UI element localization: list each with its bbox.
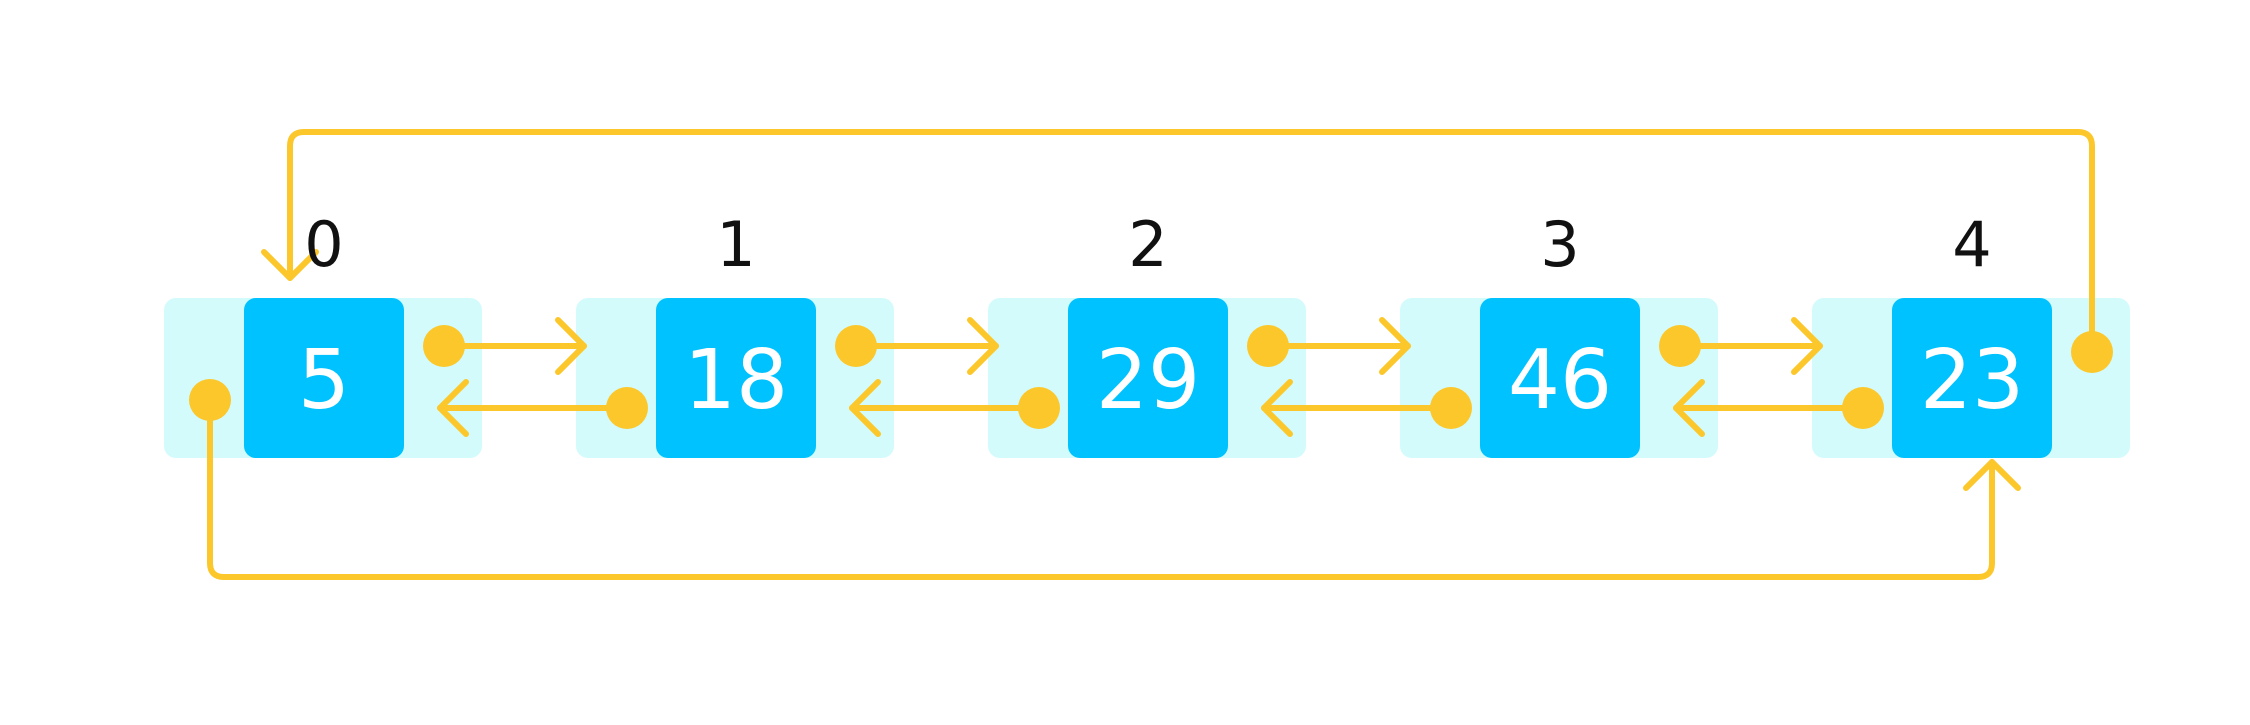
next-arrow-1-head	[967, 317, 999, 375]
node-2-value-box	[1068, 298, 1228, 458]
node-value: 23	[1920, 333, 2024, 428]
next-arrow-3	[1677, 317, 1823, 375]
tail-next-to-head-arrow	[261, 129, 2095, 355]
node-value: 18	[684, 333, 788, 428]
pointer-dots	[189, 325, 2113, 429]
prev-pointer-dot	[1842, 387, 1884, 429]
tail-next-pointer-dot	[2071, 331, 2113, 373]
node-index: 0	[304, 208, 343, 281]
prev-pointer-dot	[1430, 387, 1472, 429]
node-index: 1	[716, 208, 755, 281]
next-arrow-2	[1265, 317, 1411, 375]
next-arrow-2-head	[1379, 317, 1411, 375]
node-1-value-box	[656, 298, 816, 458]
node-value-boxes	[244, 298, 2052, 458]
next-pointer-dot	[835, 325, 877, 367]
next-arrow-3-head	[1791, 317, 1823, 375]
node-value: 29	[1096, 333, 1200, 428]
next-arrow-0	[441, 317, 587, 375]
head-prev-to-tail-arrow-head	[1963, 459, 2021, 491]
next-pointer-dot	[423, 325, 465, 367]
prev-pointer-dot	[606, 387, 648, 429]
tail-next-to-head-arrow-shaft	[287, 129, 2095, 355]
head-prev-pointer-dot	[189, 379, 231, 421]
prev-arrow-4	[1673, 379, 1866, 437]
tail-next-to-head-arrow-head	[261, 249, 319, 281]
node-index: 4	[1952, 208, 1991, 281]
node-labels: 5 0 18 1 29 2 46 3 23 4	[298, 208, 2024, 428]
node-4-value-box	[1892, 298, 2052, 458]
next-pointer-dot	[1659, 325, 1701, 367]
prev-arrow-2-head	[849, 379, 881, 437]
next-arrow-1	[853, 317, 999, 375]
head-prev-to-tail-arrow	[207, 397, 2021, 580]
prev-arrow-3-head	[1261, 379, 1293, 437]
prev-arrow-2	[849, 379, 1042, 437]
node-value: 46	[1508, 333, 1612, 428]
node-3-value-box	[1480, 298, 1640, 458]
pointer-arrows	[207, 129, 2095, 580]
node-0-value-box	[244, 298, 404, 458]
node-index: 2	[1128, 208, 1167, 281]
head-prev-to-tail-arrow-shaft	[207, 397, 1995, 580]
prev-arrow-1	[437, 379, 630, 437]
next-pointer-dot	[1247, 325, 1289, 367]
prev-arrow-1-head	[437, 379, 469, 437]
prev-arrow-3	[1261, 379, 1454, 437]
prev-pointer-dot	[1018, 387, 1060, 429]
node-index: 3	[1540, 208, 1579, 281]
next-arrow-0-head	[555, 317, 587, 375]
node-value: 5	[298, 333, 350, 428]
prev-arrow-4-head	[1673, 379, 1705, 437]
